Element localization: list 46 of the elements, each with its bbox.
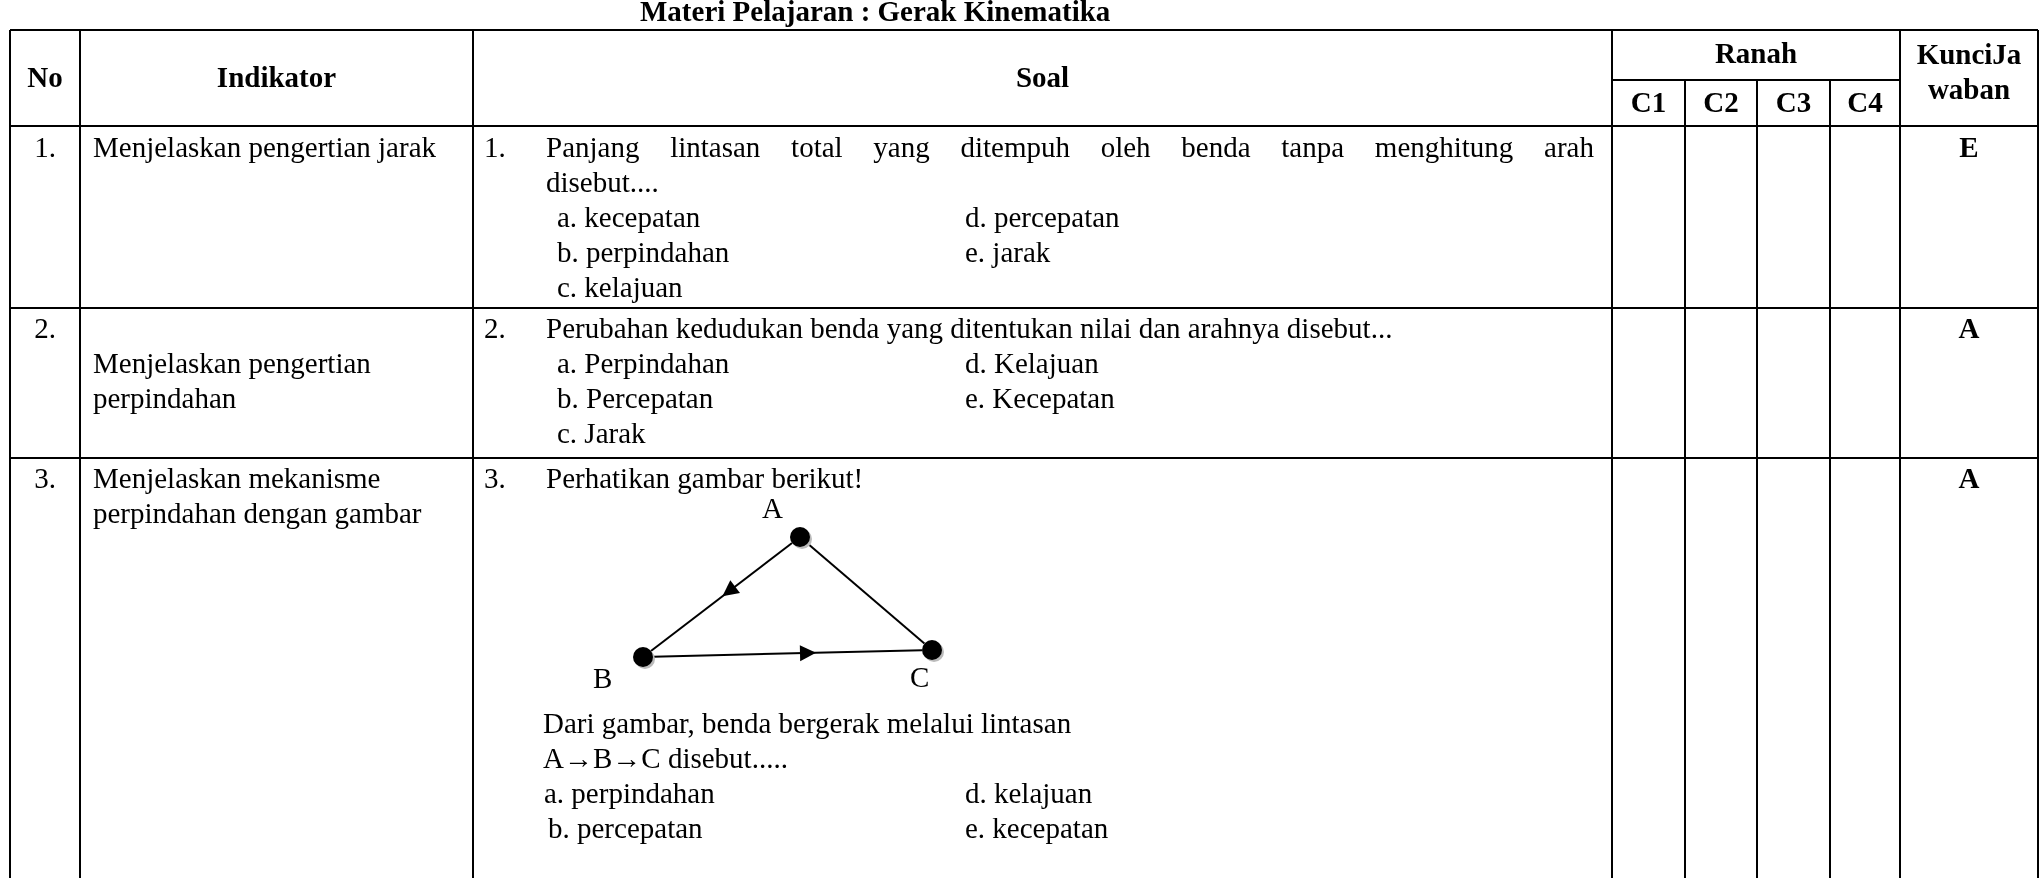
answer-key: A [1900, 311, 2038, 346]
question-number: 3. [484, 461, 507, 496]
answer-key: E [1900, 130, 2038, 165]
column-header: Ranah [1713, 36, 1799, 71]
question-text: Perubahan kedudukan benda yang ditentukan nilai dan arahnya disebut... [546, 311, 1394, 346]
option-text: c. Jarak [557, 416, 647, 451]
option-text: a. kecepatan [557, 200, 702, 235]
question-text: Panjang lintasan total yang ditempuh oleh benda tanpa menghitung arah disebut.... [546, 130, 1594, 200]
point-dot [633, 647, 655, 669]
option-text: a. perpindahan [544, 776, 716, 811]
question-number: 2. [484, 311, 507, 346]
point-dot [790, 527, 812, 549]
option-text: e. Kecepatan [965, 381, 1116, 416]
indicator-text: Menjelaskan pengertian perpindahan [93, 346, 372, 416]
question-text: Dari gambar, benda bergerak melalui lintasan [543, 706, 1073, 741]
column-header: Soal [1014, 60, 1071, 95]
column-header: C1 [1629, 85, 1668, 120]
option-text: d. kelajuan [965, 776, 1094, 811]
option-text: b. Percepatan [557, 381, 715, 416]
option-text: e. jarak [965, 235, 1052, 270]
point-dot [922, 640, 944, 662]
heading: Materi Pelajaran : Gerak Kinematika [640, 0, 1111, 29]
column-header: C4 [1846, 85, 1884, 120]
indicator-text: Menjelaskan mekanisme perpindahan dengan gambar [93, 461, 423, 531]
option-text: c. kelajuan [557, 270, 684, 305]
column-header: KunciJa waban [1915, 37, 2023, 107]
option-text: d. Kelajuan [965, 346, 1100, 381]
row-number: 3. [33, 461, 57, 496]
column-header: Indikator [215, 60, 338, 95]
question-number: 1. [484, 130, 507, 165]
column-header: C3 [1774, 85, 1813, 120]
point-label: C [910, 660, 930, 695]
option-text: b. perpindahan [557, 235, 731, 270]
point-label: B [593, 661, 613, 696]
arrow [649, 542, 794, 652]
option-text: b. percepatan [548, 811, 704, 846]
option-text: d. percepatan [965, 200, 1121, 235]
row-number: 1. [33, 130, 57, 165]
option-text: e. kecepatan [965, 811, 1110, 846]
row-number: 2. [33, 311, 57, 346]
option-text: a. Perpindahan [557, 346, 731, 381]
column-header: No [26, 60, 64, 95]
question-text: A→B→C disebut..... [543, 741, 789, 776]
answer-key: A [1900, 461, 2038, 496]
column-header: C2 [1702, 85, 1740, 120]
indicator-text: Menjelaskan pengertian jarak [93, 130, 437, 165]
